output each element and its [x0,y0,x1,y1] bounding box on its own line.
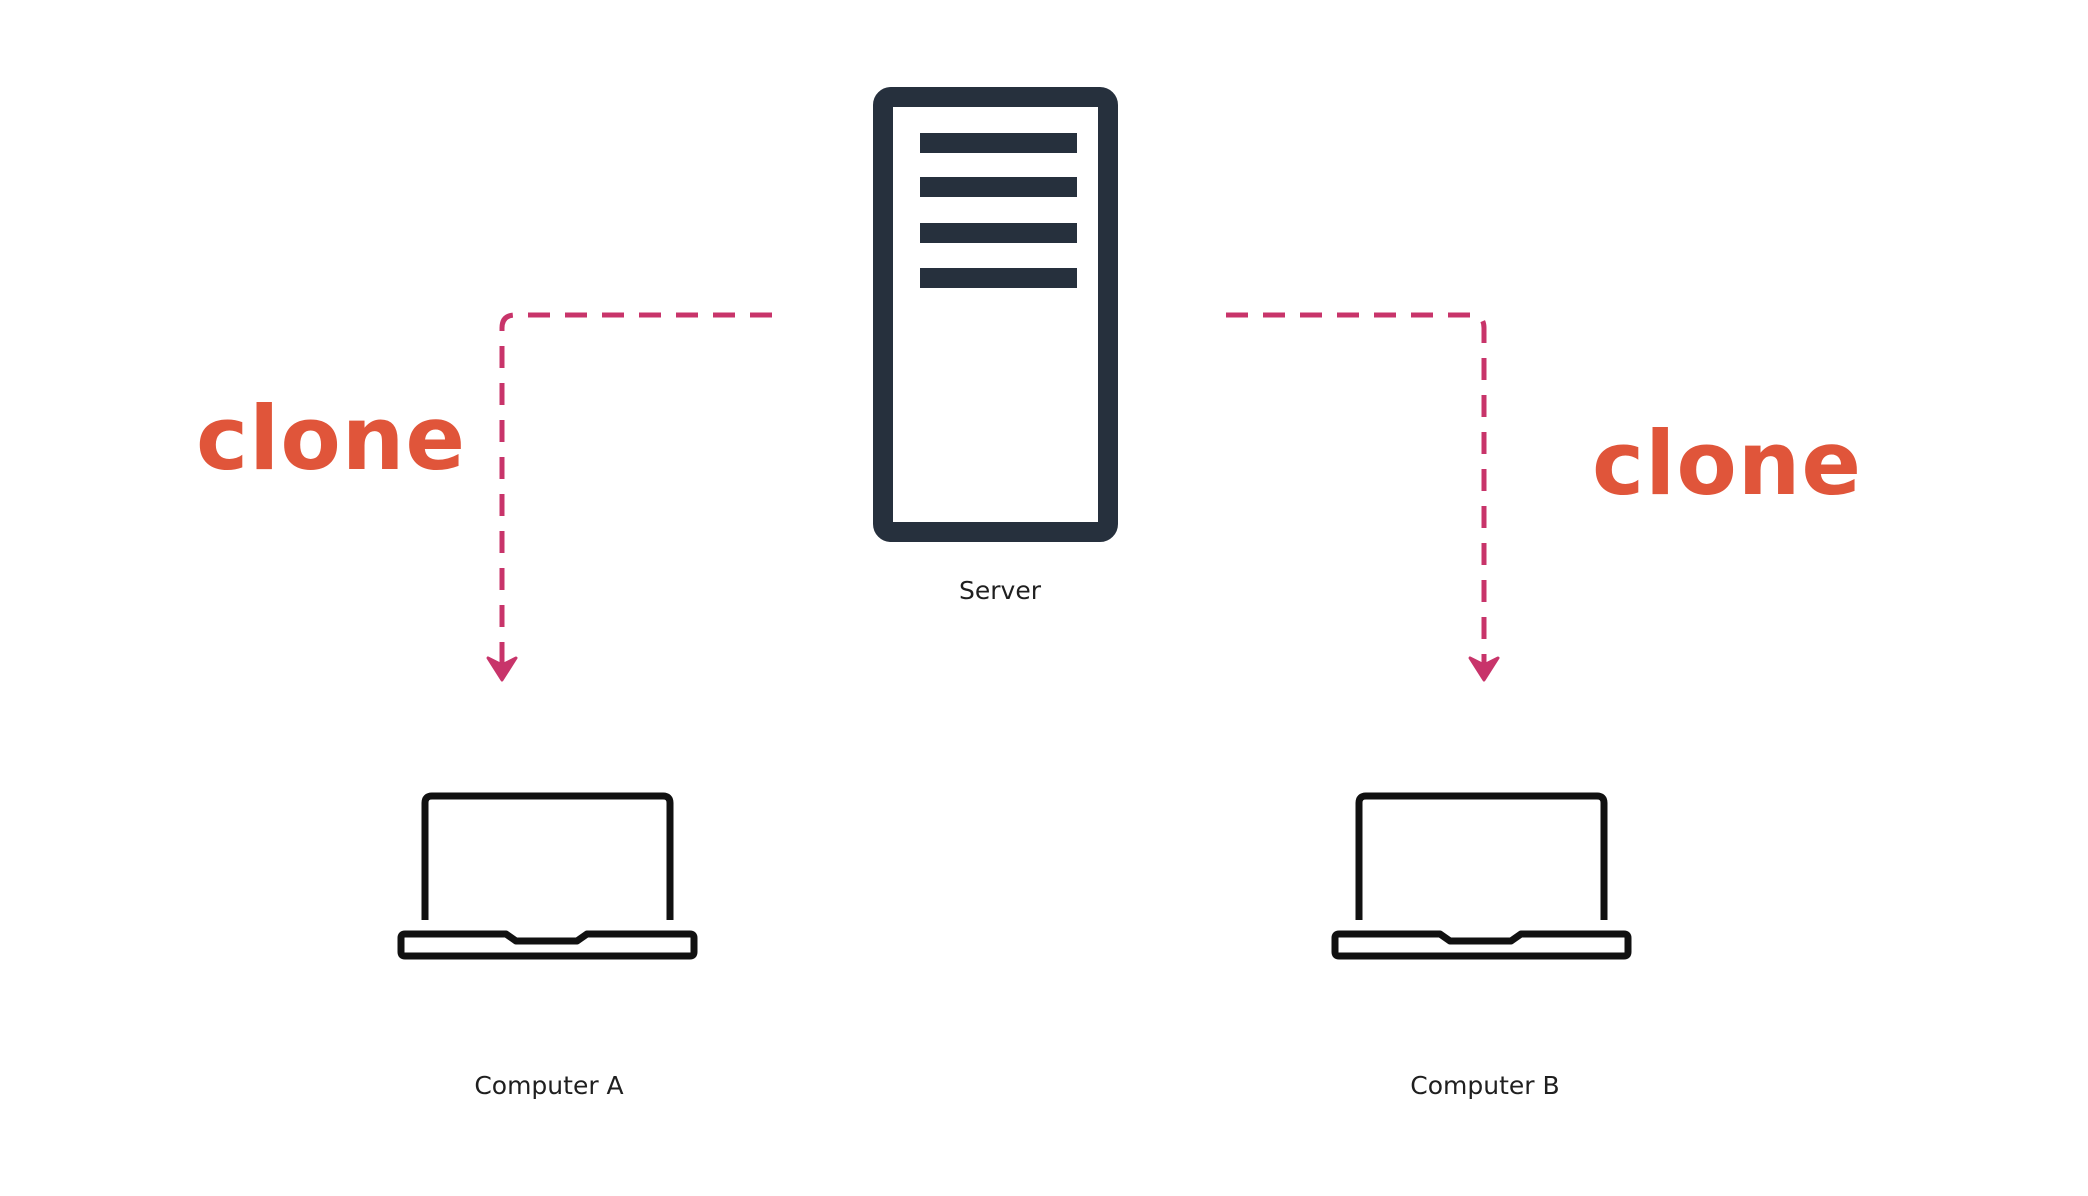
clone-label-right: clone [1592,412,1863,515]
server-slot-4 [920,268,1077,288]
clone-arrow-to-computer-b [1226,312,1500,682]
server-slot-3 [920,223,1077,243]
arrowhead-right [1468,656,1500,682]
laptop-b-base [1331,930,1632,960]
arrowhead-left [486,656,518,682]
clone-label-left: clone [196,387,467,490]
laptop-icon [1331,792,1632,960]
laptop-b-screen [1355,792,1608,920]
server-body [873,87,1118,542]
laptop-a-base [397,930,698,960]
arrow-line-right [1226,312,1487,665]
server-slot-2 [920,177,1077,197]
server-label: Server [959,576,1041,605]
computer-b-label: Computer B [1410,1071,1560,1100]
arrow-line-left [499,312,772,665]
computer-a-label: Computer A [474,1071,624,1100]
laptop-icon [397,792,698,960]
clone-arrow-to-computer-a [486,312,772,682]
server-slot-1 [920,133,1077,153]
server-icon [873,87,1118,542]
laptop-a-screen [421,792,674,920]
